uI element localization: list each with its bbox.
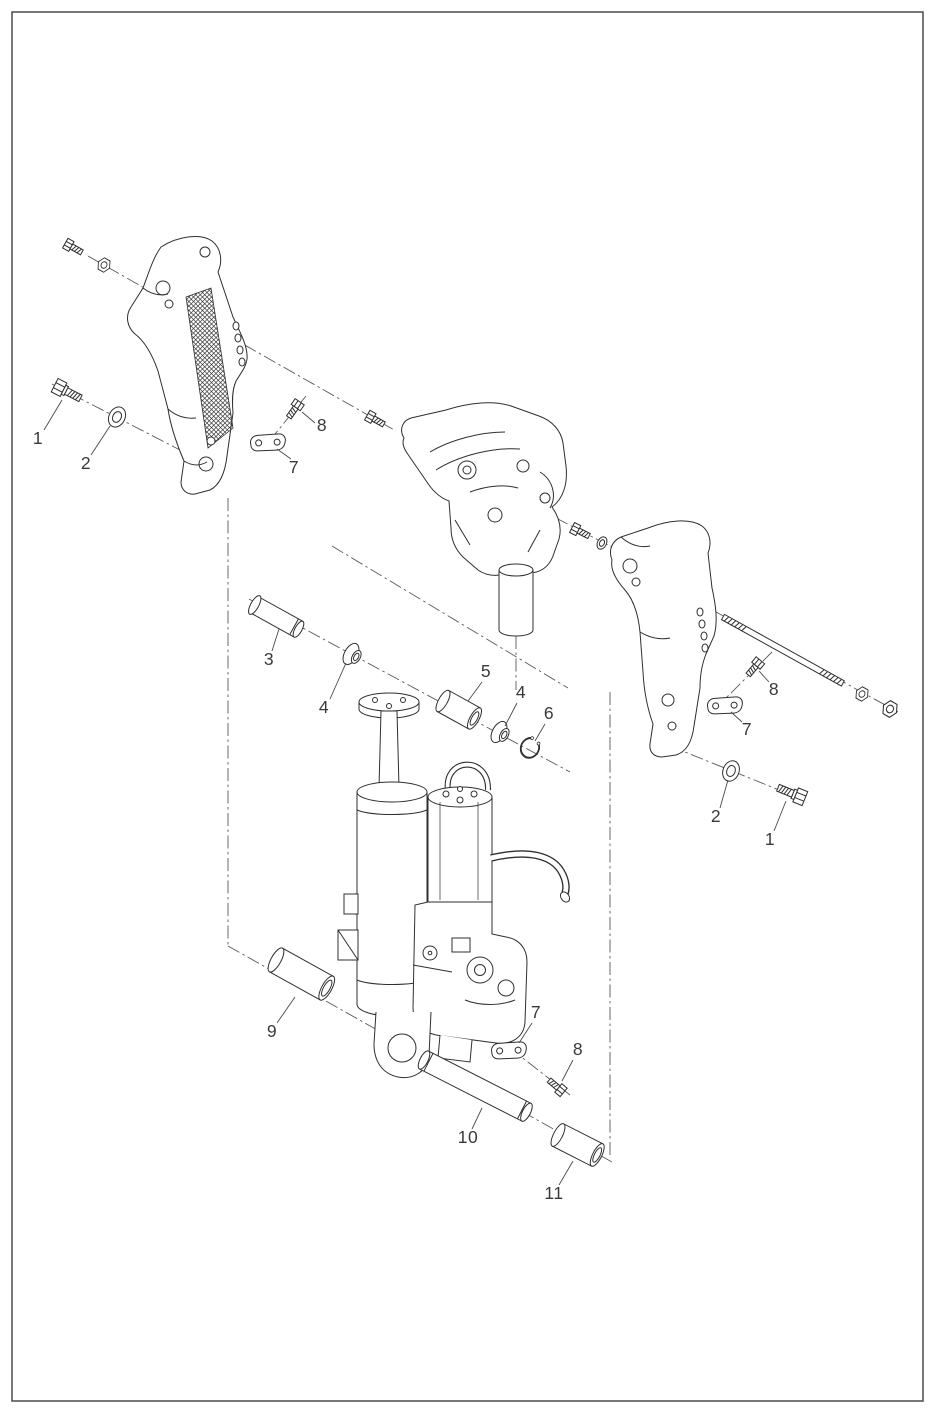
callout-leader-7 xyxy=(730,711,743,723)
callout-label-7: 7 xyxy=(289,457,299,477)
callout-leader-1 xyxy=(43,399,63,431)
callout-label-8: 8 xyxy=(769,679,779,699)
bushing-11 xyxy=(550,1123,605,1167)
pivot-tube xyxy=(498,570,534,637)
callout-leader-8 xyxy=(561,1059,574,1082)
motor-body xyxy=(427,797,493,903)
callout-leader-7 xyxy=(518,1022,533,1044)
callout-label-10: 10 xyxy=(458,1127,478,1147)
callout-label-2: 2 xyxy=(81,453,91,473)
callout-label-4: 4 xyxy=(319,697,329,717)
callout-leader-3 xyxy=(271,628,280,652)
callout-label-11: 11 xyxy=(544,1183,563,1203)
axis-panel-top xyxy=(331,545,569,689)
axis-top-left xyxy=(87,255,397,432)
pin-10 xyxy=(417,1050,533,1122)
callout-label-8: 8 xyxy=(317,415,327,435)
callout-label-5: 5 xyxy=(481,661,491,681)
callout-label-8: 8 xyxy=(573,1039,583,1059)
hatched-area xyxy=(185,287,234,449)
callout-label-4: 4 xyxy=(516,682,526,702)
bushing-5 xyxy=(435,689,483,730)
callout-leader-8 xyxy=(758,670,770,683)
clamp-bracket-left xyxy=(127,235,248,495)
bushing-9 xyxy=(267,947,336,1001)
callout-leader-11 xyxy=(558,1160,574,1186)
snap-ring-6 xyxy=(519,736,541,759)
tilt-trim-unit xyxy=(337,692,571,1079)
callout-leader-1 xyxy=(773,800,787,832)
callout-leader-5 xyxy=(467,681,483,702)
callout-leader-4 xyxy=(329,662,347,700)
callout-leader-2 xyxy=(90,425,111,456)
callout-leader-8 xyxy=(301,411,316,424)
callout-label-6: 6 xyxy=(544,703,554,723)
callout-label-7: 7 xyxy=(531,1002,541,1022)
callout-leader-7 xyxy=(276,448,292,460)
axis-pivot-parts xyxy=(248,598,571,773)
callout-label-1: 1 xyxy=(765,829,775,849)
callout-leader-2 xyxy=(719,779,729,809)
callout-label-2: 2 xyxy=(711,806,721,826)
callout-label-1: 1 xyxy=(33,428,43,448)
stud-long xyxy=(720,613,845,687)
callout-label-7: 7 xyxy=(742,719,752,739)
parts-layer xyxy=(50,235,901,1167)
callout-leader-4 xyxy=(504,702,518,727)
callout-label-9: 9 xyxy=(267,1021,277,1041)
center-washer-right xyxy=(596,536,608,550)
piston-rod xyxy=(378,710,400,789)
pin-3 xyxy=(247,595,305,638)
callout-leader-10 xyxy=(471,1107,483,1130)
swivel-bracket-center xyxy=(401,402,567,637)
callout-leader-6 xyxy=(534,723,546,742)
callout-leader-9 xyxy=(276,996,296,1024)
callout-label-3: 3 xyxy=(264,649,274,669)
bushing-4-right xyxy=(490,720,510,744)
clamp-bracket-right xyxy=(609,520,717,758)
